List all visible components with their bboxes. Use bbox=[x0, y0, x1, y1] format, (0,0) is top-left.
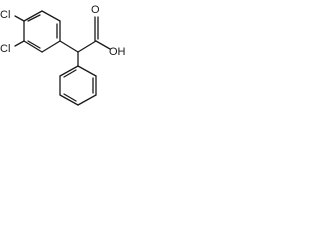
ring1-bond bbox=[23, 40, 43, 53]
hydroxyl-bond bbox=[95, 40, 111, 50]
ring2-bond bbox=[77, 94, 97, 106]
ring2-bond bbox=[77, 65, 97, 77]
ring1-double-bond bbox=[27, 40, 41, 49]
ring2-bond bbox=[59, 94, 79, 106]
ring2-double-bond bbox=[63, 69, 77, 78]
cl-top-bond bbox=[14, 15, 25, 22]
atom-label-cl-top: Cl bbox=[0, 9, 10, 21]
atom-label-carbonyl-o: O bbox=[91, 4, 100, 16]
dichlorophenyl-ring bbox=[23, 10, 61, 53]
atom-label-cl-left: Cl bbox=[0, 43, 10, 55]
atom-label-hydroxyl: OH bbox=[109, 46, 126, 58]
ring1-to-alpha-bond bbox=[59, 40, 79, 53]
ring2-double-bond bbox=[63, 93, 77, 102]
ring1-bond bbox=[41, 40, 61, 53]
alpha-to-carboxyl-bond bbox=[77, 40, 97, 53]
cl-left-bond bbox=[14, 40, 25, 47]
ring1-bond bbox=[41, 10, 61, 22]
ring1-bond bbox=[23, 10, 43, 22]
ring1-double-bond bbox=[27, 14, 41, 22]
structure-canvas: Cl Cl O OH bbox=[0, 0, 131, 107]
phenyl-ring bbox=[59, 65, 97, 106]
chemical-structure: Cl Cl O OH bbox=[0, 4, 126, 106]
ring2-bond bbox=[59, 65, 79, 77]
